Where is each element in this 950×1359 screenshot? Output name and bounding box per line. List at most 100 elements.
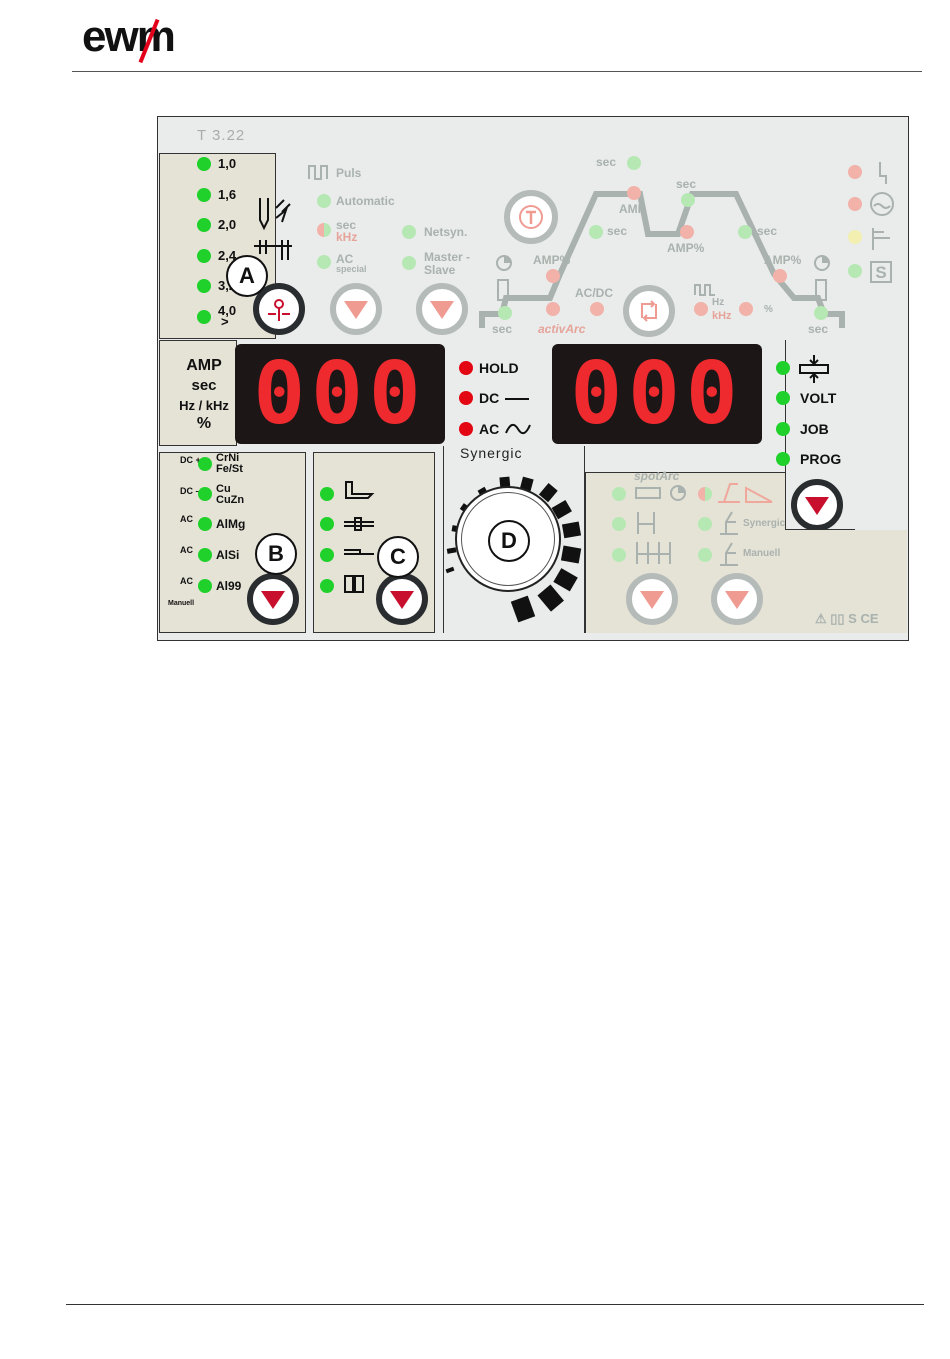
synergic-spot-led <box>698 517 712 531</box>
ac-led <box>459 422 473 436</box>
ac-mid-label: AC <box>479 421 500 437</box>
job-label: JOB <box>800 421 829 437</box>
sequence-pct: % <box>764 304 773 315</box>
diameter-select-button[interactable] <box>253 283 305 335</box>
material-led-4 <box>198 548 212 562</box>
hold-label: HOLD <box>479 360 519 376</box>
spot-select-button[interactable] <box>711 573 763 625</box>
torch-mode-button[interactable] <box>504 190 558 244</box>
header-rule <box>72 71 922 72</box>
sequence-sec-6: sec <box>808 322 829 336</box>
left-display: 000 <box>235 344 445 444</box>
sequence-khz: kHz <box>712 310 732 322</box>
pulse-freq-icon <box>694 284 715 296</box>
sequence-led-sec-3 <box>589 225 603 239</box>
spotmatic-icons <box>718 483 773 503</box>
material-thickness-icon <box>799 355 829 383</box>
status-icons-column: S <box>870 162 894 283</box>
pulse-icon <box>308 165 328 180</box>
netsyn-button[interactable] <box>416 283 468 335</box>
status-led-s <box>848 264 862 278</box>
sequence-select-button[interactable] <box>623 285 675 337</box>
material-select-button[interactable] <box>247 573 299 625</box>
ac-label: AC <box>336 252 354 266</box>
material-name-3: AlMg <box>216 517 246 531</box>
sequence-sec-5: sec <box>492 322 513 336</box>
volt-label: VOLT <box>800 390 837 406</box>
spot-mode-button[interactable] <box>626 573 678 625</box>
sequence-sec-4: sec <box>757 224 778 238</box>
joint-type-icons <box>344 481 375 593</box>
electrode-icon <box>254 198 292 260</box>
diameter-label-2: 1,6 <box>218 187 237 202</box>
sequence-led-sec-2 <box>681 193 695 207</box>
material-led-5 <box>198 579 212 593</box>
status-led-fault <box>848 165 862 179</box>
diameter-led-3 <box>197 218 211 232</box>
sequence-led-sec-5 <box>498 306 512 320</box>
sequence-led-sec-6 <box>814 306 828 320</box>
torch-icon <box>519 205 543 229</box>
cycle-arrows-icon <box>641 300 657 322</box>
spot-manuell-label: Manuell <box>743 548 781 559</box>
joint-led-3 <box>320 548 334 562</box>
down-arrow-icon <box>805 496 829 515</box>
material-name-5: Al99 <box>216 579 242 593</box>
spotmatic-led <box>698 487 712 501</box>
status-led-temp <box>848 197 862 211</box>
torch-synergic-icon <box>720 511 738 535</box>
material-led-2 <box>198 487 212 501</box>
diameter-led-1 <box>197 157 211 171</box>
left-display-digits: 000 <box>253 344 427 444</box>
down-arrow-icon <box>390 590 414 609</box>
diameter-label-6: 4,0 <box>218 303 237 318</box>
pulse-mode-button[interactable] <box>330 283 382 335</box>
unit-amp: AMP <box>186 357 222 374</box>
manuell-spot-led <box>698 548 712 562</box>
automatic-led <box>317 194 331 208</box>
status-led-cooling <box>848 230 862 244</box>
diameter-icon <box>268 299 290 321</box>
rotary-knob-ring <box>461 492 555 586</box>
svg-text:S: S <box>875 263 886 282</box>
material-name-1: CrNi <box>216 452 240 464</box>
hold-led <box>459 361 473 375</box>
spot-led-2 <box>612 517 626 531</box>
units-box <box>159 340 237 446</box>
gas-postflow-icon <box>814 255 830 301</box>
display-select-button[interactable] <box>791 479 843 531</box>
spotarc-led <box>612 487 626 501</box>
diameter-led-6 <box>197 310 211 324</box>
sequence-hz: Hz <box>712 297 725 308</box>
callout-c: C <box>377 536 419 578</box>
netsyn-led <box>402 225 416 239</box>
sequence-led-hz <box>694 302 708 316</box>
diameter-led-2 <box>197 188 211 202</box>
sequence-amp: AMP <box>619 202 646 216</box>
ac-wave-icon <box>505 423 531 435</box>
certification-marks: ⚠ ▯▯ S CE <box>815 611 879 626</box>
unit-percent: % <box>196 415 212 432</box>
manuell-small-label: Manuell <box>168 600 195 607</box>
sequence-led-pct <box>739 302 753 316</box>
diameter-label-1: 1,0 <box>218 156 237 171</box>
material-mode-1: DC + <box>180 455 201 465</box>
material-mode-5: AC <box>180 576 193 586</box>
down-arrow-icon <box>640 590 664 609</box>
callout-d: D <box>488 520 530 562</box>
material-name2-1: Fe/St <box>216 463 243 475</box>
sequence-led-amp-pct-2 <box>680 225 694 239</box>
torch-manual-icon <box>720 542 738 566</box>
prog-led <box>776 452 790 466</box>
joint-select-button[interactable] <box>376 573 428 625</box>
thickness-led <box>776 361 790 375</box>
master-label: Master - <box>424 250 471 264</box>
down-arrow-icon <box>261 590 285 609</box>
sequence-sec-3: sec <box>607 224 628 238</box>
sequence-led-acdc <box>590 302 604 316</box>
sequence-activarc: activArc <box>538 322 586 336</box>
spotarc-icons <box>635 485 686 501</box>
ewm-logo: ewm <box>82 12 176 61</box>
callout-a: A <box>226 255 268 297</box>
diameter-led-5 <box>197 279 211 293</box>
